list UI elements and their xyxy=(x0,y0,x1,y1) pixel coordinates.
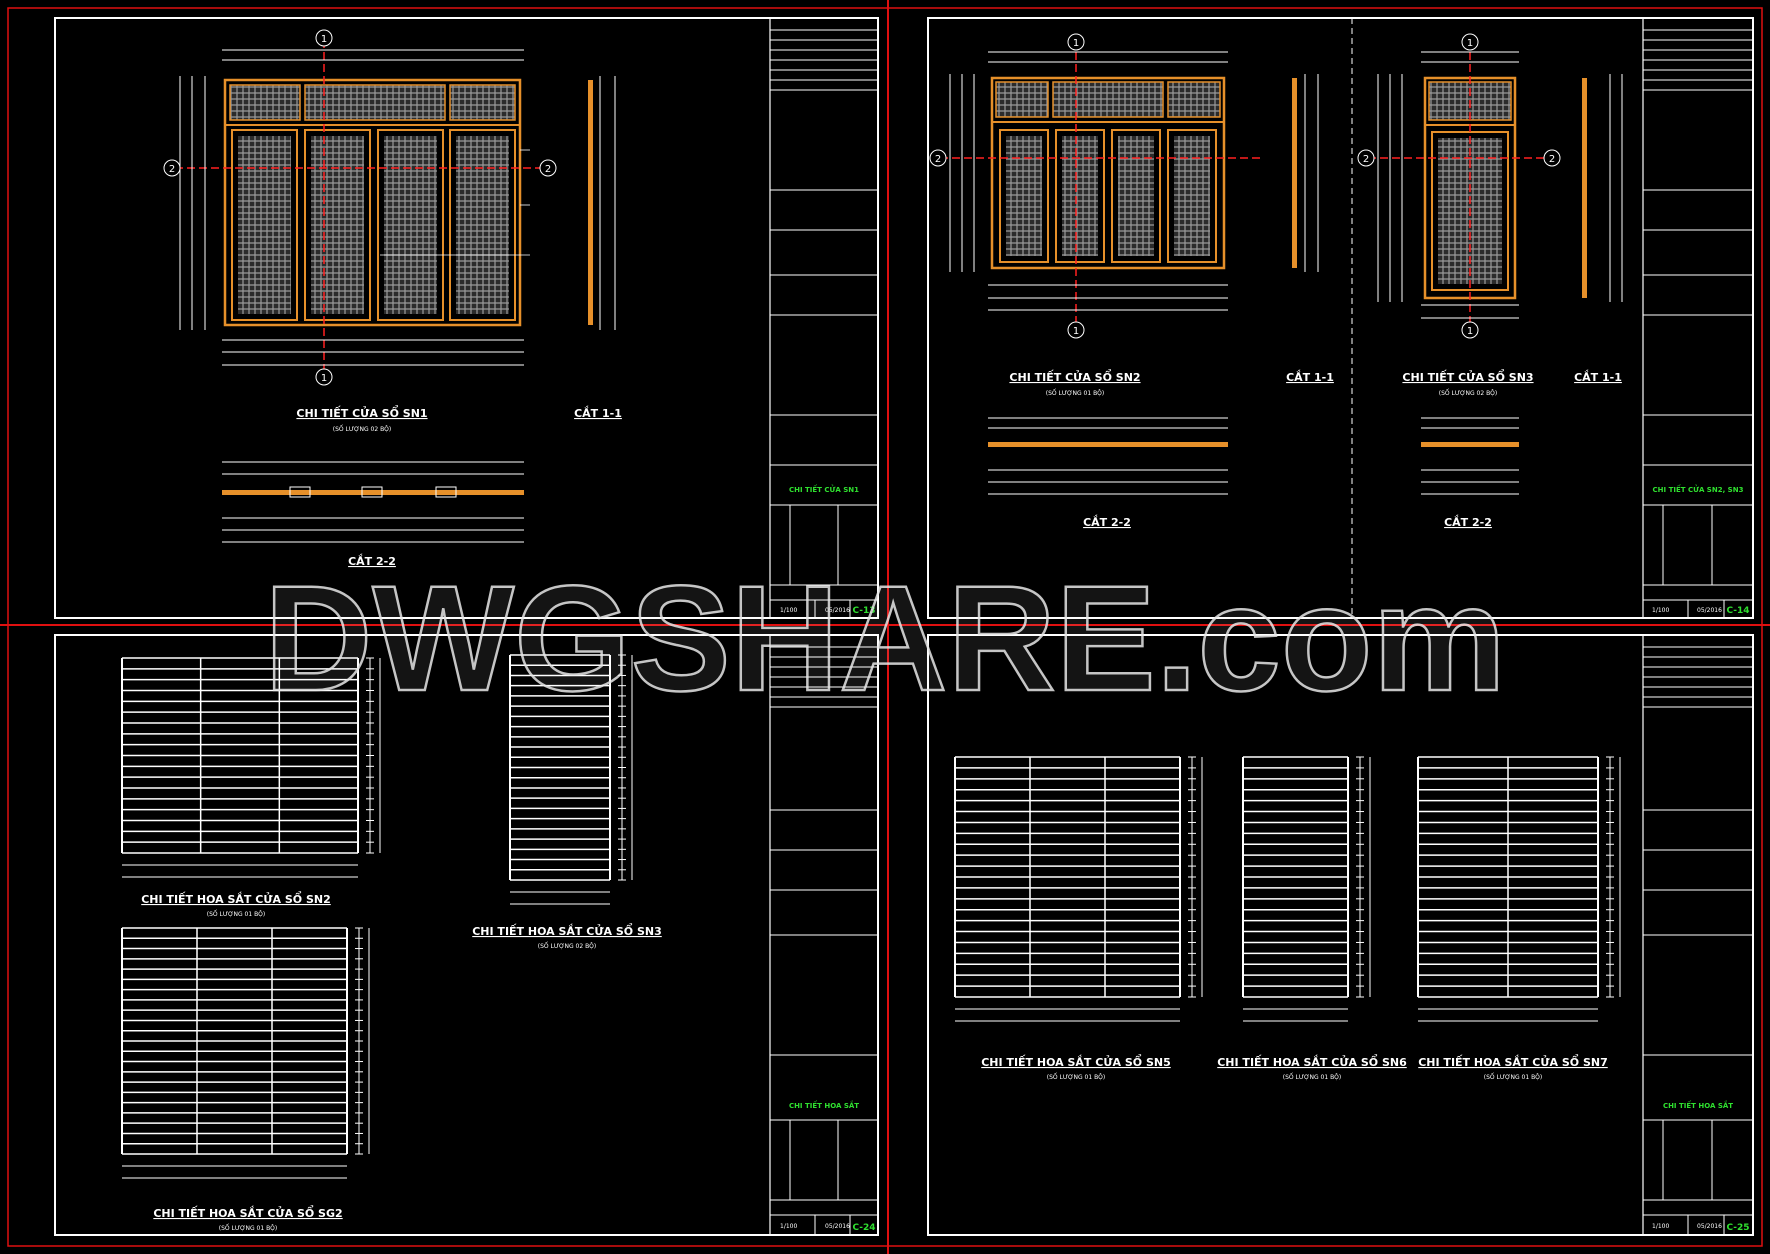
window-sn1-elevation: 1 1 2 2 xyxy=(163,29,616,386)
title-block: CHI TIẾT HOA SẮT 1/100 05/2016 C-24 xyxy=(769,634,879,1236)
drawing-title: CẮT 1-1 xyxy=(1574,369,1622,384)
drawing-title: CHI TIẾT HOA SẮT CỬA SỔ SG2 xyxy=(153,1205,342,1220)
iron-grill-sn7 xyxy=(1417,756,1621,1022)
drawing-title: CHI TIẾT HOA SẮT CỬA SỔ SN6 xyxy=(1217,1054,1407,1069)
axis-label: 2 xyxy=(169,164,175,175)
drawing-subtitle: (SỐ LƯỢNG 01 BỘ) xyxy=(1283,1073,1342,1081)
iron-grill-sn6 xyxy=(1242,756,1371,1022)
sheet-date: 05/2016 xyxy=(825,607,850,614)
drawing-title: CHI TIẾT HOA SẮT CỬA SỔ SN3 xyxy=(472,923,662,938)
drawing-subtitle: (SỐ LƯỢNG 01 BỘ) xyxy=(1047,1073,1106,1081)
sheet-green-title: CHI TIẾT CỬA SN1 xyxy=(789,484,859,494)
title-block: CHI TIẾT CỬA SN1 1/100 05/2016 C-13 xyxy=(769,17,879,619)
sheet-date: 05/2016 xyxy=(825,1223,850,1230)
axis-label: 2 xyxy=(545,164,551,175)
drawing-subtitle: (SỐ LƯỢNG 02 BỘ) xyxy=(333,425,392,433)
drawing-subtitle: (SỐ LƯỢNG 01 BỘ) xyxy=(219,1224,278,1232)
axis-label: 2 xyxy=(1363,154,1369,165)
drawing-title: CẮT 2-2 xyxy=(348,553,396,568)
sheet-c13: CHI TIẾT CỬA SN1 1/100 05/2016 C-13 1 xyxy=(54,17,879,619)
section-2-2 xyxy=(222,461,524,543)
sheet-code: C-14 xyxy=(1726,606,1749,616)
drawing-subtitle: (SỐ LƯỢNG 02 BỘ) xyxy=(1439,389,1498,397)
sheet-code: C-13 xyxy=(852,606,875,616)
iron-grill-sn5 xyxy=(954,756,1203,1022)
sheet-scale: 1/100 xyxy=(1652,607,1669,614)
sheet-c25: CHI TIẾT HOA SẮT 1/100 05/2016 C-25 CHI … xyxy=(927,634,1754,1236)
drawing-title: CẮT 2-2 xyxy=(1444,514,1492,529)
sheet-green-title: CHI TIẾT CỬA SN2, SN3 xyxy=(1653,484,1744,494)
axis-label: 1 xyxy=(321,34,327,45)
sheet-code: C-24 xyxy=(852,1223,875,1233)
window-sn2-elevation: 1 1 2 xyxy=(929,33,1319,339)
section-2-2 xyxy=(988,417,1519,495)
title-block: CHI TIẾT HOA SẮT 1/100 05/2016 C-25 xyxy=(1642,634,1754,1236)
drawing-title: CHI TIẾT HOA SẮT CỬA SỔ SN5 xyxy=(981,1054,1171,1069)
title-block: CHI TIẾT CỬA SN2, SN3 1/100 05/2016 C-14 xyxy=(1642,17,1754,619)
sheet-date: 05/2016 xyxy=(1697,1223,1722,1230)
iron-grill-sn3 xyxy=(509,654,633,905)
drawing-title: CHI TIẾT CỬA SỔ SN1 xyxy=(296,405,427,420)
iron-grill-sg2 xyxy=(121,927,370,1179)
axis-label: 2 xyxy=(935,154,941,165)
axis-label: 1 xyxy=(1467,326,1473,337)
sheet-scale: 1/100 xyxy=(780,607,797,614)
sheet-c24: CHI TIẾT HOA SẮT 1/100 05/2016 C-24 CHI … xyxy=(54,634,879,1236)
axis-label: 1 xyxy=(1073,326,1079,337)
axis-label: 1 xyxy=(1467,38,1473,49)
drawing-subtitle: (SỐ LƯỢNG 01 BỘ) xyxy=(207,910,266,918)
axis-label: 1 xyxy=(321,373,327,384)
window-sn3-elevation: 1 1 2 2 xyxy=(1357,33,1623,339)
drawing-title: CẮT 1-1 xyxy=(574,405,622,420)
drawing-title: CẮT 2-2 xyxy=(1083,514,1131,529)
axis-label: 1 xyxy=(1073,38,1079,49)
sheet-scale: 1/100 xyxy=(1652,1223,1669,1230)
iron-grill-sn2 xyxy=(121,657,381,878)
drawing-title: CHI TIẾT HOA SẮT CỬA SỔ SN2 xyxy=(141,891,331,906)
watermark-text: DWGSHARE.com xyxy=(264,554,1506,722)
sheet-green-title: CHI TIẾT HOA SẮT xyxy=(789,1100,859,1110)
drawing-title: CHI TIẾT HOA SẮT CỬA SỔ SN7 xyxy=(1418,1054,1608,1069)
drawing-subtitle: (SỐ LƯỢNG 01 BỘ) xyxy=(1484,1073,1543,1081)
drawing-title: CẮT 1-1 xyxy=(1286,369,1334,384)
axis-label: 2 xyxy=(1549,154,1555,165)
sheet-c14: CHI TIẾT CỬA SN2, SN3 1/100 05/2016 C-14… xyxy=(927,17,1754,619)
sheet-date: 05/2016 xyxy=(1697,607,1722,614)
drawing-title: CHI TIẾT CỬA SỔ SN2 xyxy=(1009,369,1140,384)
drawing-title: CHI TIẾT CỬA SỔ SN3 xyxy=(1402,369,1533,384)
sheet-green-title: CHI TIẾT HOA SẮT xyxy=(1663,1100,1733,1110)
drawing-subtitle: (SỐ LƯỢNG 01 BỘ) xyxy=(1046,389,1105,397)
drawing-subtitle: (SỐ LƯỢNG 02 BỘ) xyxy=(538,942,597,950)
sheet-scale: 1/100 xyxy=(780,1223,797,1230)
sheet-code: C-25 xyxy=(1726,1223,1749,1233)
